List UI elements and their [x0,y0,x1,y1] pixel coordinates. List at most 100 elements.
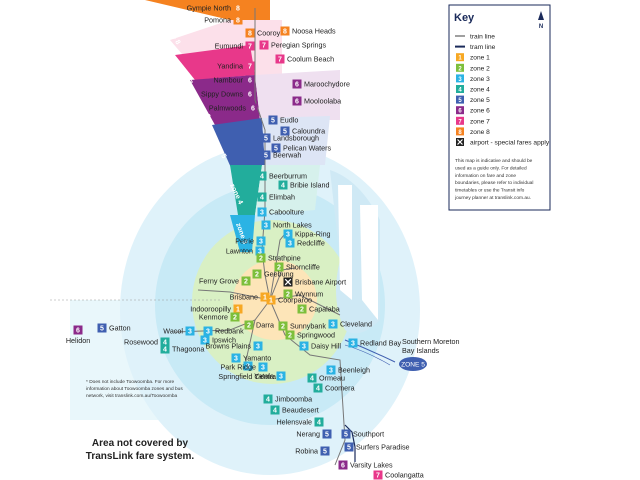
zone-badge [203,326,213,336]
zone-badge-number: 6 [76,328,80,335]
zone-badge-number: 2 [288,333,292,340]
legend-zone-number: 7 [458,119,462,125]
legend-zone-swatch [456,95,464,104]
station-label: Wynnum [295,290,323,299]
zone-badge-number: 3 [302,344,306,351]
legend-zone-swatch [456,53,464,62]
zone-badge-number: 5 [264,136,268,143]
zone-badge [297,304,307,314]
zone-badge [261,150,271,160]
zone-badge [280,26,290,36]
footnote-line: * Does not include Toowoomba. For more [86,379,174,385]
zone-badge-number: 3 [331,322,335,329]
zone-badge [233,304,243,314]
zone-3-band [230,215,255,252]
footnote-line: information about Toowoomba zones and bu… [86,386,183,392]
station-label: Ormeau [319,374,345,383]
zone-badge-number: 8 [236,18,240,25]
station-label: Nerang [296,430,320,439]
zone-badge [258,362,268,372]
zone-badge-number: 2 [281,324,285,331]
station-label: Redcliffe [297,239,325,248]
station-label: Mooloolaba [304,97,341,106]
station-label: Coolangatta [385,471,424,480]
svg-text:N: N [539,24,543,30]
zone-badge-number: 5 [264,153,268,160]
zone-badge-number: 3 [259,239,263,246]
station-label: Noosa Heads [292,27,336,36]
legend-note-line: boundaries, please refer to individual [455,180,533,186]
station-label: Darra [256,321,274,330]
zone-badge-number: 6 [295,99,299,106]
station-label: Caloundra [292,127,325,136]
tram-line [344,424,356,462]
zone-badge-number: 2 [255,272,259,279]
legend-note-line: timetables or use the Transit info [455,188,525,194]
legend-item-label: zone 8 [470,129,490,136]
zone-badge-number: 4 [273,408,277,415]
zone-badge-number: 8 [283,29,287,36]
zone-badge-number: 1 [263,295,267,302]
zone-badge-number: 5 [323,449,327,456]
station-label: Ferny Grove [199,277,239,286]
station-label: Geebung [264,270,294,279]
zone-badge [257,207,267,217]
zone-badge-number: 6 [251,106,255,113]
zone-badge-number: 3 [351,341,355,348]
island-label-line: Southern Moreton [402,337,460,346]
zone-badge [274,262,284,272]
station-label: Yatala [254,372,274,381]
station-label: Southport [353,430,384,439]
zone-7-band [175,45,255,80]
zone-badge-number: 3 [203,338,207,345]
zone-badge-number: 4 [317,420,321,427]
station-label: Robina [295,447,318,456]
station-label: Maroochydore [304,80,350,89]
legend-zone-swatch [456,116,464,125]
zone-badge-number: 6 [248,92,252,99]
zone-4-band [230,165,262,215]
station-label: Strathpine [268,254,301,263]
zone-badge-number: 4 [163,347,167,354]
station-label: Kenmore [199,313,228,322]
zone-badge-number: 4 [316,386,320,393]
zone-badge [348,338,358,348]
station: 8 Noosa Heads [280,26,336,36]
zone-badge [256,253,266,263]
legend-item-label: train line [470,34,495,41]
zone-badge [260,292,270,302]
zone-badge [200,335,210,345]
zone-badge [160,344,170,354]
zone-badge [266,295,276,305]
station: 2 Geebung [252,269,294,279]
zone-badge-number: 3 [261,365,265,372]
zone-badge [283,289,293,299]
station-label: Eudlo [280,116,298,125]
island-zone-badge [399,357,427,371]
station-label: Redland Bay [360,339,402,348]
station-label: Sippy Downs [201,90,243,99]
zone-badge-number: 1 [236,307,240,314]
zone-badge [245,61,255,71]
legend-item-label: zone 1 [470,55,490,62]
legend-zone-number: 1 [458,56,462,62]
zone-badge [252,269,262,279]
zone-badge [230,312,240,322]
zone-badge [233,3,243,13]
